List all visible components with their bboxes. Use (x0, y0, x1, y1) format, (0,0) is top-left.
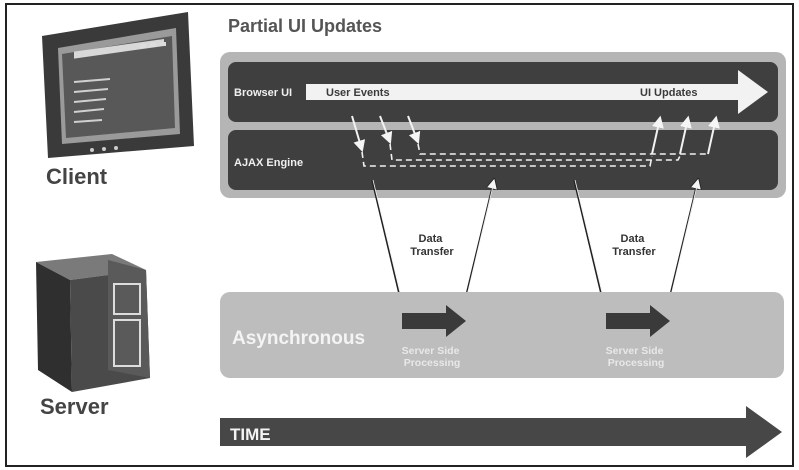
data-transfer-label-2: Data Transfer (612, 233, 656, 258)
server-processing-label-1: Server Side Processing (402, 345, 463, 369)
asynchronous-label: Asynchronous (232, 328, 365, 349)
ajax-dashed-lines (361, 143, 708, 167)
browser-ui-arrow (306, 70, 768, 114)
server-processing-label-2: Server Side Processing (606, 345, 667, 369)
server-label: Server (40, 394, 109, 419)
ui-updates-label: UI Updates (640, 87, 697, 99)
page-title: Partial UI Updates (228, 16, 382, 36)
server-process-arrow-2 (606, 305, 670, 337)
outer-frame (5, 3, 794, 467)
browser-ui-label: Browser UI (234, 87, 292, 99)
client-label: Client (46, 164, 108, 189)
data-transfer-label-1: Data Transfer (410, 233, 454, 258)
ajax-engine-band (228, 130, 778, 190)
server-icon (36, 254, 150, 392)
time-arrow (220, 406, 782, 458)
user-event-arrows (351, 115, 421, 153)
user-events-label: User Events (326, 87, 390, 99)
ui-update-arrows (651, 115, 720, 155)
monitor-icon (42, 12, 194, 158)
time-label: TIME (230, 425, 271, 444)
data-transfer-arrows (371, 180, 698, 306)
ajax-engine-label: AJAX Engine (234, 157, 303, 169)
server-process-arrow-1 (402, 305, 466, 337)
